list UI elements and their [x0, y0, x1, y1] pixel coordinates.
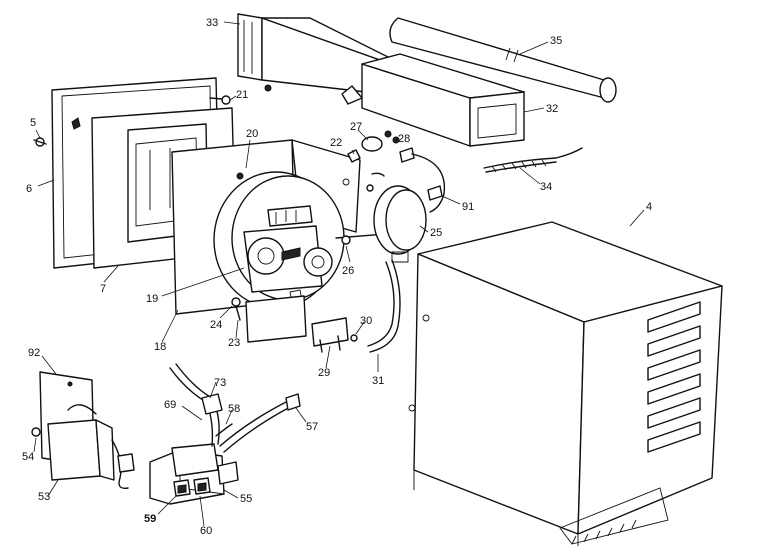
label-54: 54 — [22, 451, 34, 463]
label-32: 32 — [546, 103, 558, 115]
label-7: 7 — [100, 283, 106, 295]
part-19-blower-housing — [213, 171, 345, 309]
part-91-wire — [371, 147, 446, 213]
label-34: 34 — [540, 181, 552, 193]
label-35: 35 — [550, 35, 562, 47]
label-21: 21 — [236, 89, 248, 101]
label-22: 22 — [330, 137, 342, 149]
label-92: 92 — [28, 347, 40, 359]
label-26: 26 — [342, 265, 354, 277]
label-18: 18 — [154, 341, 166, 353]
part-29-bracket — [311, 317, 358, 353]
part-25-disc — [373, 185, 427, 263]
part-27-28-fittings — [361, 130, 400, 152]
label-28: 28 — [398, 133, 410, 145]
part-31-tube — [367, 259, 401, 353]
wiring-harness — [169, 363, 301, 453]
label-53: 53 — [38, 491, 50, 503]
label-59: 59 — [144, 513, 156, 525]
label-25: 25 — [430, 227, 442, 239]
label-57: 57 — [306, 421, 318, 433]
label-6: 6 — [26, 183, 32, 195]
label-60: 60 — [200, 525, 212, 537]
leader-lines — [33, 21, 645, 527]
callout-labels: 33 35 32 34 5 6 21 20 22 27 28 91 4 25 2… — [22, 17, 652, 537]
part-22-nut — [347, 149, 361, 163]
part-4-cabinet — [408, 221, 723, 546]
label-91: 91 — [462, 201, 474, 213]
part-53-transformer — [31, 404, 135, 489]
label-27: 27 — [350, 121, 362, 133]
part-35-tube — [389, 17, 617, 103]
label-73: 73 — [214, 377, 226, 389]
label-33: 33 — [206, 17, 218, 29]
label-31: 31 — [372, 375, 384, 387]
label-4: 4 — [646, 201, 652, 213]
label-20: 20 — [246, 128, 258, 140]
blower-bottom-tab — [245, 295, 307, 343]
label-30: 30 — [360, 315, 372, 327]
small-fasteners — [33, 84, 374, 321]
part-55-control-box — [149, 443, 239, 505]
label-69: 69 — [164, 399, 176, 411]
label-58: 58 — [228, 403, 240, 415]
label-55: 55 — [240, 493, 252, 505]
label-19: 19 — [146, 293, 158, 305]
part-32-duct — [361, 53, 525, 147]
label-29: 29 — [318, 367, 330, 379]
part-34-cable — [483, 147, 583, 173]
label-24: 24 — [210, 319, 222, 331]
label-5: 5 — [30, 117, 36, 129]
label-23: 23 — [228, 337, 240, 349]
